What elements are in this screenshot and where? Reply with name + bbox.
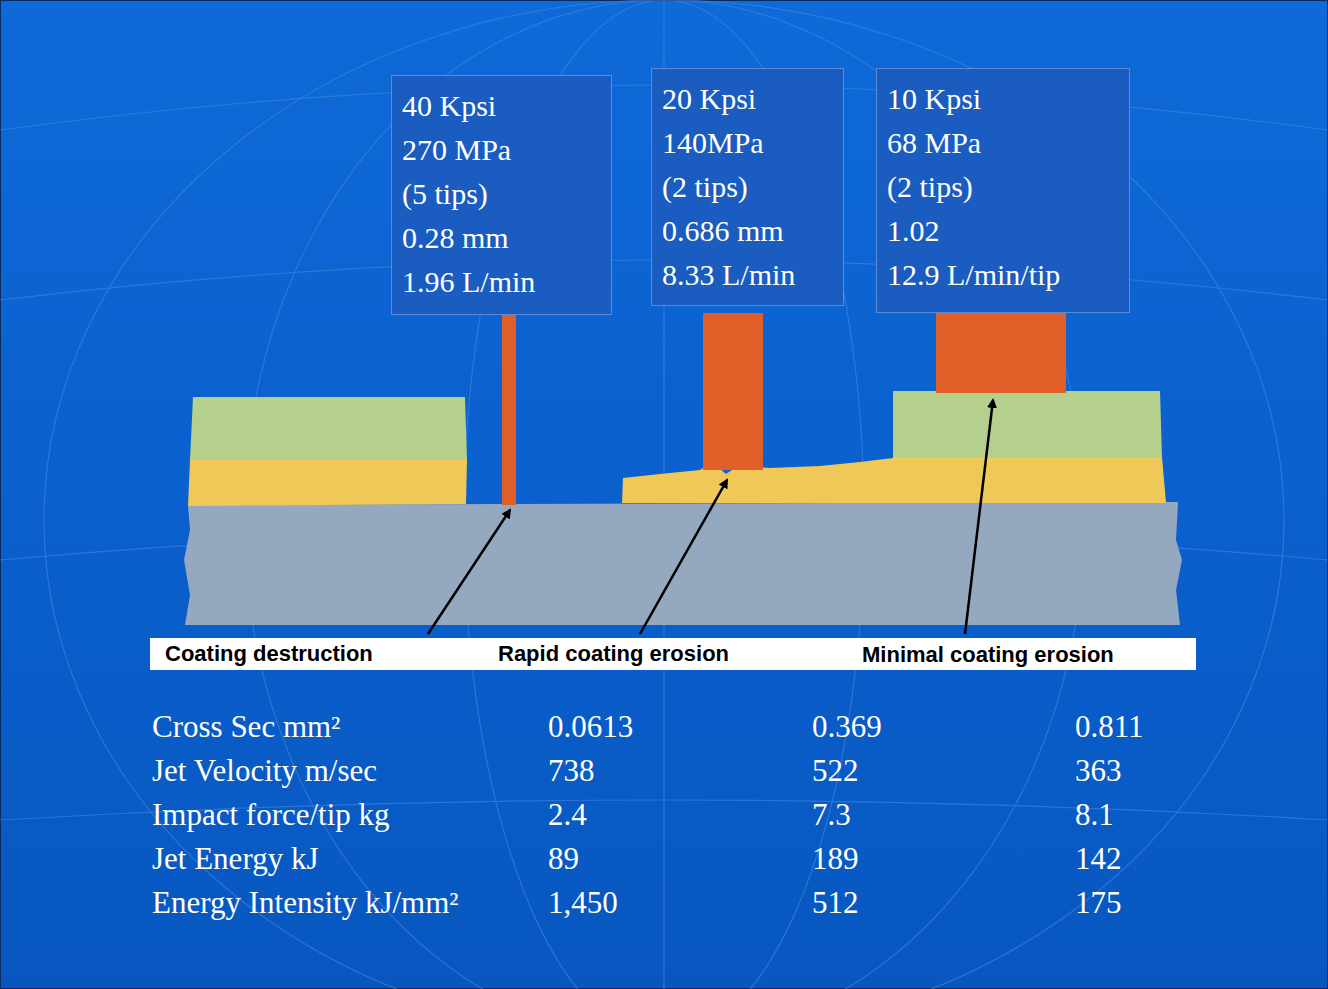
label-strip bbox=[150, 638, 1196, 670]
table-cell: 512 bbox=[812, 884, 859, 922]
table-cell: 522 bbox=[812, 752, 859, 790]
water-jet bbox=[936, 313, 1066, 393]
table-cell: 89 bbox=[548, 840, 579, 878]
leader-arrow bbox=[428, 510, 510, 634]
spec-text: 20 Kpsi bbox=[662, 77, 833, 121]
top-coat-layer bbox=[190, 397, 467, 460]
table-cell: 2.4 bbox=[548, 796, 587, 834]
table-cell: 0.0613 bbox=[548, 708, 633, 746]
table-cell: 175 bbox=[1075, 884, 1122, 922]
table-cell: 738 bbox=[548, 752, 595, 790]
primer-layer bbox=[188, 460, 467, 506]
callout-label: Rapid coating erosion bbox=[498, 640, 729, 668]
spec-box: 20 Kpsi140MPa(2 tips)0.686 mm8.33 L/min bbox=[651, 68, 844, 306]
spec-text: 68 MPa bbox=[887, 121, 1119, 165]
spec-text: (2 tips) bbox=[887, 165, 1119, 209]
spec-text: 270 MPa bbox=[402, 128, 601, 172]
table-cell: 0.369 bbox=[812, 708, 882, 746]
table-row-label: Impact force/tip kg bbox=[152, 796, 390, 834]
spec-text: (5 tips) bbox=[402, 172, 601, 216]
table-row-label: Energy Intensity kJ/mm² bbox=[152, 884, 459, 922]
table-cell: 7.3 bbox=[812, 796, 851, 834]
spec-text: 10 Kpsi bbox=[887, 77, 1119, 121]
table-cell: 8.1 bbox=[1075, 796, 1114, 834]
water-jet bbox=[703, 313, 763, 470]
table-cell: 0.811 bbox=[1075, 708, 1144, 746]
spec-text: 0.686 mm bbox=[662, 209, 833, 253]
leader-arrow bbox=[640, 480, 727, 634]
callout-label: Coating destruction bbox=[165, 640, 373, 668]
spec-box: 10 Kpsi68 MPa(2 tips)1.0212.9 L/min/tip bbox=[876, 68, 1130, 313]
spec-text: 1.02 bbox=[887, 209, 1119, 253]
spec-text: 1.96 L/min bbox=[402, 260, 601, 304]
spec-text: 0.28 mm bbox=[402, 216, 601, 260]
substrate bbox=[184, 502, 1182, 625]
leader-arrow bbox=[965, 400, 993, 634]
spec-text: 12.9 L/min/tip bbox=[887, 253, 1119, 297]
primer-layer bbox=[893, 457, 1166, 503]
table-cell: 1,450 bbox=[548, 884, 618, 922]
table-cell: 189 bbox=[812, 840, 859, 878]
spec-box: 40 Kpsi270 MPa(5 tips)0.28 mm1.96 L/min bbox=[391, 75, 612, 315]
spec-text: 40 Kpsi bbox=[402, 84, 601, 128]
water-jet bbox=[502, 315, 516, 505]
table-cell: 142 bbox=[1075, 840, 1122, 878]
table-row-label: Jet Velocity m/sec bbox=[152, 752, 377, 790]
table-row-label: Jet Energy kJ bbox=[152, 840, 318, 878]
spec-text: (2 tips) bbox=[662, 165, 833, 209]
spec-text: 140MPa bbox=[662, 121, 833, 165]
table-row-label: Cross Sec mm² bbox=[152, 708, 340, 746]
top-coat-layer bbox=[893, 391, 1162, 457]
table-cell: 363 bbox=[1075, 752, 1122, 790]
spec-text: 8.33 L/min bbox=[662, 253, 833, 297]
callout-label: Minimal coating erosion bbox=[862, 641, 1114, 669]
